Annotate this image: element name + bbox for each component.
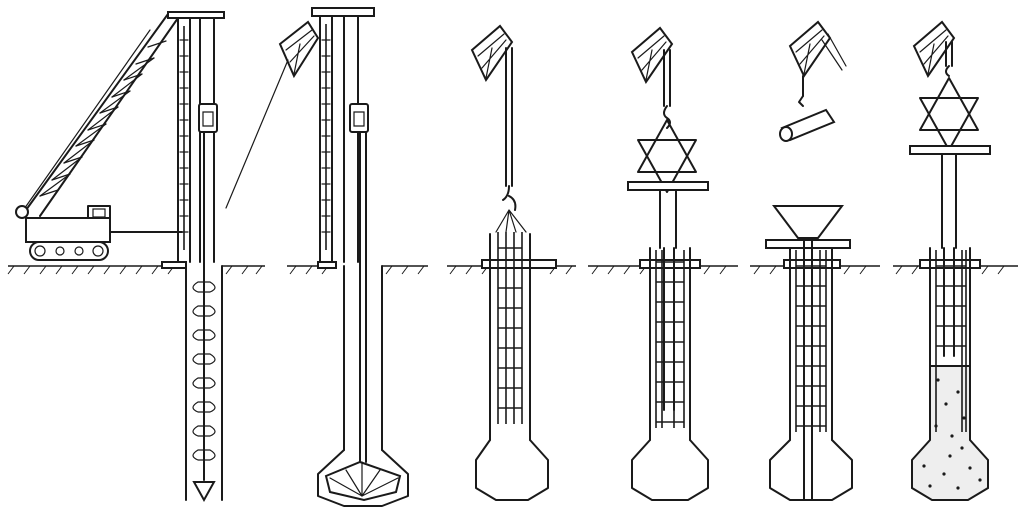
concrete-pouring-icon bbox=[909, 20, 991, 501]
crawler-crane-auger-drilling-icon bbox=[15, 11, 225, 503]
reinforcement-cage-lowering-icon bbox=[470, 24, 557, 501]
bell-underreaming-bucket-icon bbox=[225, 7, 409, 507]
concrete-hopper-icon bbox=[765, 20, 853, 501]
tremie-pipe-installation-icon bbox=[627, 26, 709, 501]
